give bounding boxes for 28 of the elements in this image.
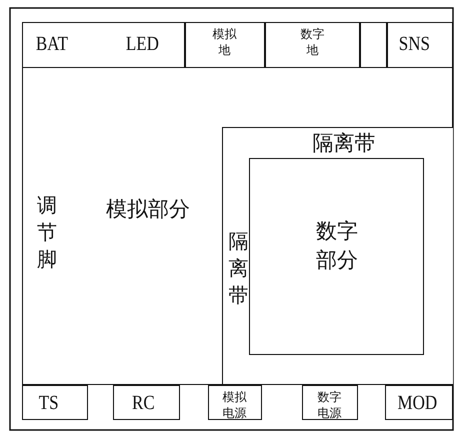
- pin-pad: [265, 22, 360, 68]
- pin-label: 模拟地: [212, 26, 237, 58]
- pin-label: 数字电源: [317, 389, 342, 422]
- band-label: 隔离带: [312, 132, 376, 155]
- pin-label: TS: [38, 392, 59, 414]
- pin-label: 模拟电源: [222, 389, 247, 422]
- band-label: 隔离带: [228, 228, 250, 308]
- pin-pad: [385, 385, 453, 420]
- pin-label: LED: [126, 33, 159, 55]
- region-label: 模拟部分: [106, 198, 190, 222]
- pin-pad: [185, 22, 265, 68]
- pin-label: MOD: [398, 392, 438, 414]
- region-label: 数字部分: [315, 218, 359, 274]
- pin-label: SNS: [398, 33, 430, 55]
- analog-region: [22, 68, 453, 385]
- pin-label: 调节脚: [37, 192, 58, 273]
- pin-pad: [387, 22, 453, 68]
- pin-pad: [22, 22, 185, 68]
- pin-pad: [302, 385, 358, 420]
- pin-label: RC: [132, 392, 155, 414]
- isolation-band: [222, 126, 452, 384]
- pin-pad: [22, 385, 88, 420]
- digital-region: [249, 158, 424, 355]
- pin-label: 数字地: [300, 26, 325, 58]
- pin-pad: [113, 385, 180, 420]
- pin-pad: [360, 22, 387, 68]
- pin-label: BAT: [36, 33, 68, 55]
- pin-pad: [208, 385, 262, 420]
